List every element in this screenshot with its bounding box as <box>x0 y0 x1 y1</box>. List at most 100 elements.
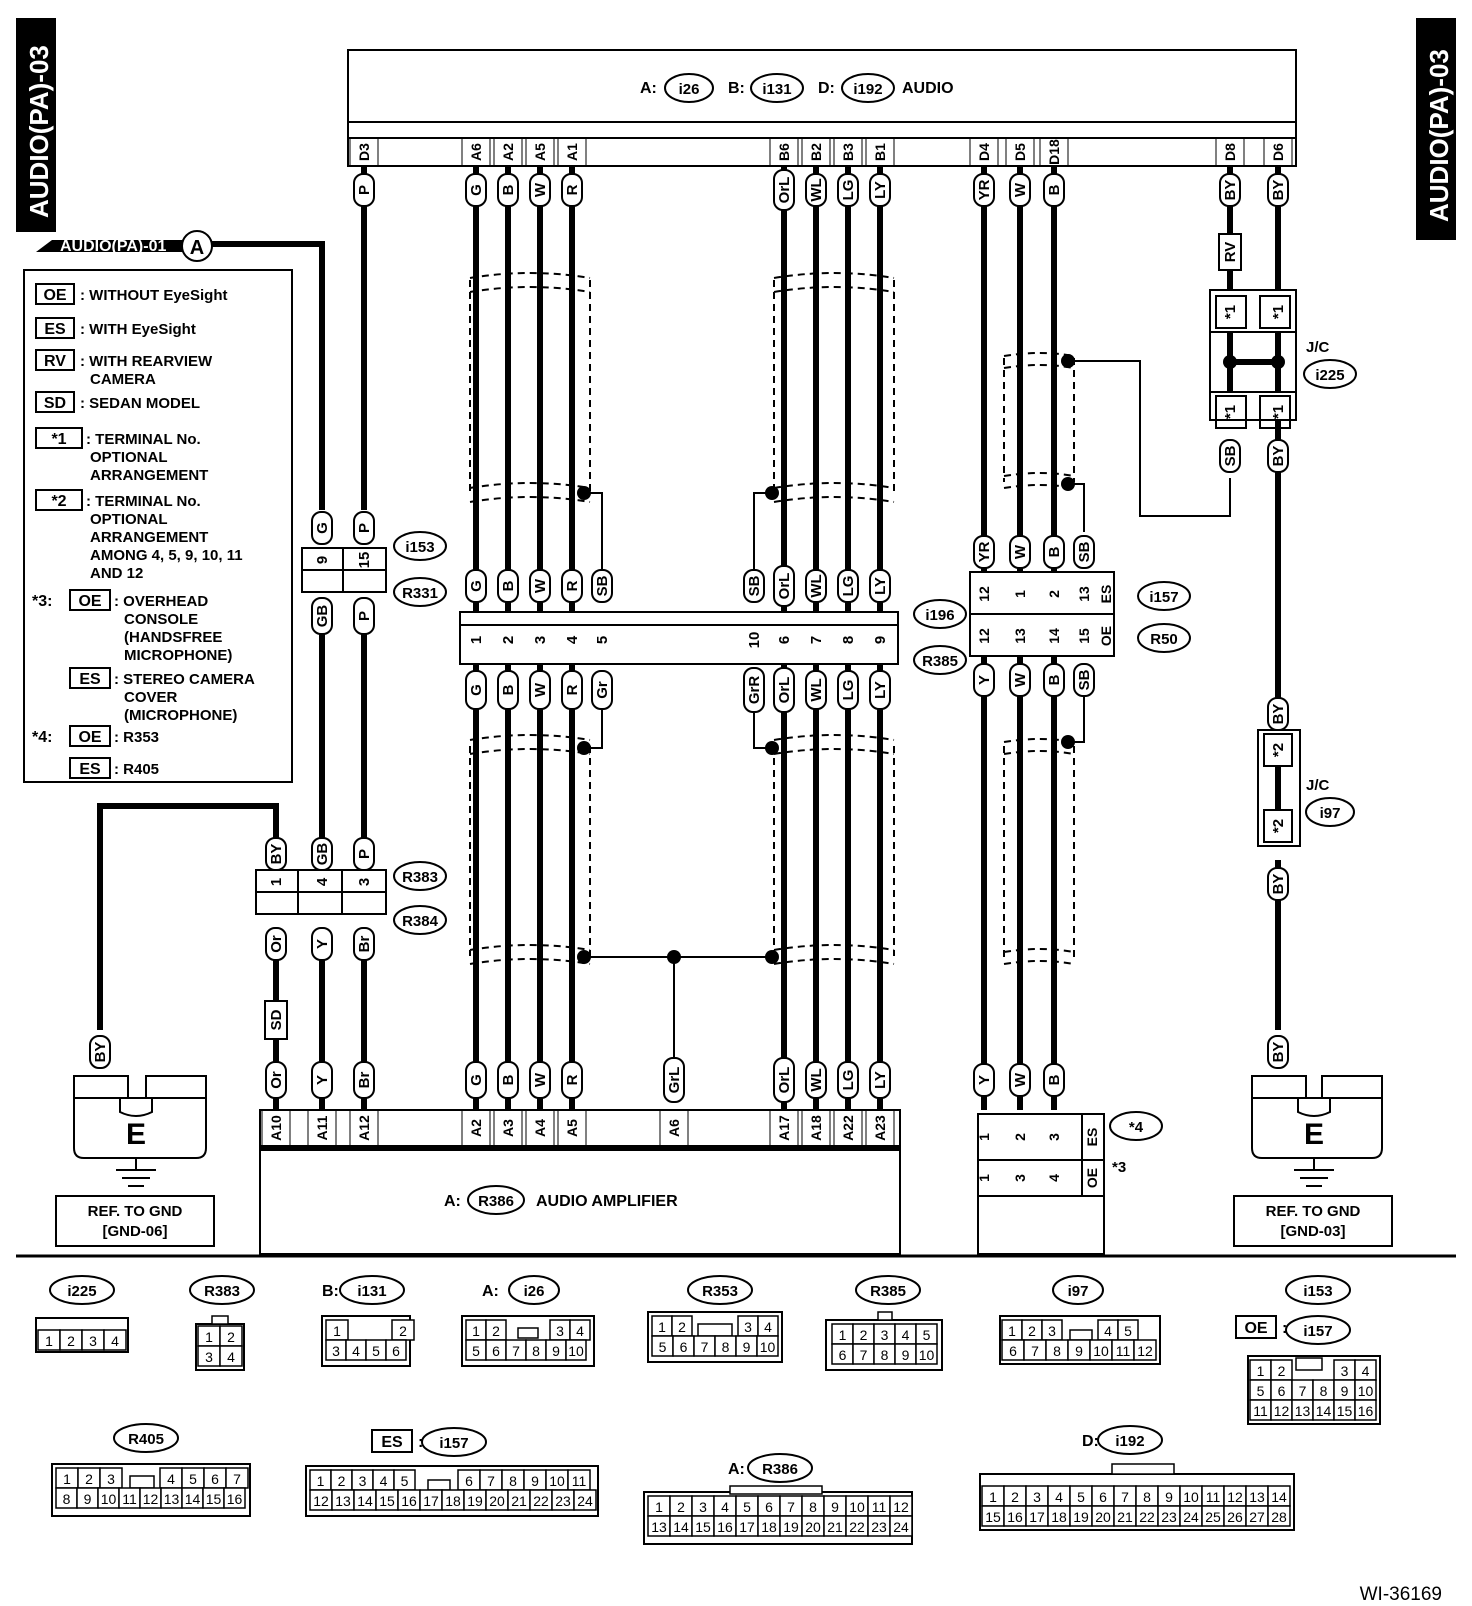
svg-text:7: 7 <box>701 1339 709 1355</box>
amp-wire-7: GrL <box>663 1057 685 1103</box>
legend: OE : WITHOUT EyeSight ES : WITH EyeSight… <box>23 269 293 783</box>
i196-lo-1: B <box>497 670 519 710</box>
svg-text:8: 8 <box>1143 1489 1151 1505</box>
svg-text:24: 24 <box>577 1493 593 1509</box>
wire-top-1-text: G <box>468 184 485 196</box>
i157-up-0: YR <box>973 535 995 569</box>
cv-i153-label: i153 <box>1285 1275 1351 1305</box>
svg-text:ES: ES <box>79 761 101 778</box>
svg-text:15: 15 <box>1337 1403 1353 1419</box>
mic-wire-2: B <box>1043 1063 1065 1097</box>
svg-text:1: 1 <box>472 1323 480 1339</box>
svg-text:20: 20 <box>805 1519 821 1535</box>
mic-pin-bot-2: 4 <box>1046 1174 1062 1182</box>
i196-up-2: W <box>529 569 551 603</box>
svg-text:11: 11 <box>1206 1489 1221 1505</box>
svg-text:7: 7 <box>1031 1343 1039 1359</box>
svg-text:12: 12 <box>893 1499 909 1515</box>
i153-up-0-text: G <box>314 522 331 534</box>
amp-wire-5: W <box>529 1061 551 1099</box>
audio-pin-D8: D8 <box>1222 143 1238 161</box>
i196-up-4-text: SB <box>594 575 611 596</box>
cv-i225-label: i225 <box>49 1275 115 1305</box>
svg-text:9: 9 <box>1341 1383 1349 1399</box>
jc-i97-pin-2: *2 <box>1270 819 1287 833</box>
svg-text:2: 2 <box>1278 1363 1286 1379</box>
cv-i131-label: i131 <box>339 1275 405 1305</box>
svg-text:AUDIO: AUDIO <box>902 80 954 97</box>
wire-top-12-text: BY <box>1222 180 1239 201</box>
svg-text:17: 17 <box>423 1493 439 1509</box>
svg-text:E: E <box>1304 1118 1324 1151</box>
svg-text:4: 4 <box>111 1333 119 1349</box>
amp-pin-A23: A23 <box>872 1115 888 1141</box>
svg-text:2: 2 <box>85 1471 93 1487</box>
wire-top-2: B <box>497 173 519 207</box>
svg-text:1: 1 <box>45 1333 53 1349</box>
i196-lo-9: LY <box>869 670 891 710</box>
wire-top-4: R <box>561 173 583 207</box>
svg-text:10: 10 <box>1093 1343 1109 1359</box>
i157-lo-0-text: Y <box>976 675 993 685</box>
svg-text:A:: A: <box>728 1461 745 1478</box>
svg-text:i225: i225 <box>1315 367 1344 384</box>
i157-pin-bot-1: 13 <box>1012 628 1028 644</box>
svg-text:RV: RV <box>44 353 66 370</box>
svg-text:OPTIONAL: OPTIONAL <box>90 511 168 528</box>
wire-top-3-text: W <box>532 182 549 197</box>
svg-text:AMONG 4, 5, 9, 10, 11: AMONG 4, 5, 9, 10, 11 <box>90 547 243 564</box>
svg-text:1: 1 <box>205 1329 213 1345</box>
amp-wire-9: WL <box>805 1061 827 1099</box>
svg-text:i157: i157 <box>1149 589 1178 606</box>
connector-callouts: i153 R331 i196 R385 i157 R50 R383 R384 *… <box>393 339 1357 1176</box>
svg-text:7: 7 <box>487 1473 495 1489</box>
jc-i225-pin-1: *1 <box>1222 305 1239 319</box>
diagram-id: WI-36169 <box>1360 1584 1442 1605</box>
svg-text:3: 3 <box>359 1473 367 1489</box>
svg-text:A:: A: <box>444 1193 461 1210</box>
svg-text:: SEDAN MODEL: : SEDAN MODEL <box>80 395 200 412</box>
svg-text:i157: i157 <box>1303 1323 1332 1340</box>
svg-text:4: 4 <box>1362 1363 1370 1379</box>
sd-box: SD <box>264 1000 288 1040</box>
i196-lo-3-text: R <box>564 684 581 695</box>
svg-text:ES: ES <box>381 1434 403 1451</box>
svg-text:D:: D: <box>818 80 835 97</box>
svg-text:17: 17 <box>739 1519 755 1535</box>
svg-text:5: 5 <box>1124 1323 1132 1339</box>
svg-text:11: 11 <box>1116 1343 1131 1359</box>
audio-pin-D5: D5 <box>1012 143 1028 161</box>
wire-top-11: B <box>1043 173 1065 207</box>
amp-pin-A3: A3 <box>500 1119 516 1137</box>
cv-i157-label: i157 <box>421 1427 487 1457</box>
amp-pin-A17: A17 <box>776 1115 792 1141</box>
svg-text:1: 1 <box>989 1489 997 1505</box>
svg-text:5: 5 <box>743 1499 751 1515</box>
svg-text:3: 3 <box>699 1499 707 1515</box>
svg-text:(HANDSFREE: (HANDSFREE <box>124 629 222 646</box>
wire-top-7: LG <box>837 173 859 207</box>
svg-text:2: 2 <box>1011 1489 1019 1505</box>
r383-up-1-text: GB <box>314 843 331 866</box>
cv-i97-label: i97 <box>1052 1275 1104 1305</box>
i196-pin-8: 8 <box>840 636 857 644</box>
svg-text:11: 11 <box>1253 1403 1268 1419</box>
svg-text:6: 6 <box>680 1339 688 1355</box>
svg-text:18: 18 <box>1051 1509 1067 1525</box>
svg-text:R385: R385 <box>922 653 958 670</box>
amp-wire-6-text: R <box>564 1074 581 1085</box>
svg-text:OE: OE <box>43 287 66 304</box>
amp-wire-1-text: Y <box>314 1075 331 1085</box>
svg-text:16: 16 <box>717 1519 733 1535</box>
wire-top-13: BY <box>1267 173 1289 207</box>
svg-text:4: 4 <box>380 1473 388 1489</box>
i157-pin-bot-3: 15 <box>1076 628 1092 644</box>
svg-text:5: 5 <box>659 1339 667 1355</box>
